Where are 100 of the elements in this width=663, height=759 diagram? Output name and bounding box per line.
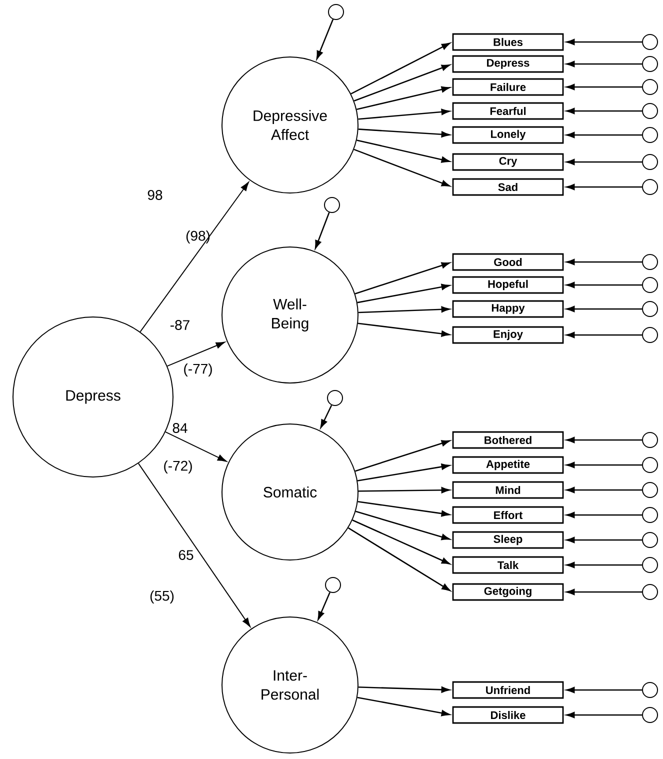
arrow [356, 510, 450, 540]
arrow [356, 140, 450, 163]
arrow [355, 440, 450, 472]
arrow [358, 686, 450, 693]
indicator-box: Dislike [452, 706, 564, 724]
arrow [566, 132, 642, 138]
arrow [566, 38, 642, 46]
error-circle [642, 34, 658, 50]
error-circle [324, 197, 340, 213]
arrow [566, 512, 642, 518]
error-circle [642, 457, 658, 473]
error-circle [642, 557, 658, 573]
edge-label: 98 [148, 190, 162, 200]
indicator-box: Bothered [452, 431, 564, 449]
arrow [357, 696, 450, 716]
coefficient-label: (98) [186, 230, 210, 244]
edge-label: 84 [172, 423, 188, 433]
arrow [354, 148, 450, 187]
arrow [566, 536, 642, 544]
indicator-box: Enjoy [452, 326, 564, 344]
arrow [358, 108, 450, 120]
arrow [354, 262, 450, 294]
error-circle [642, 103, 658, 119]
arrow [566, 436, 642, 444]
arrow [566, 306, 642, 312]
error-circle [642, 127, 658, 143]
arrow [566, 84, 642, 90]
arrow [566, 60, 642, 68]
arrow [354, 64, 450, 102]
arrow [358, 306, 450, 314]
error-circle [642, 532, 658, 548]
indicator-box: Cry [452, 153, 564, 171]
arrow [566, 282, 642, 288]
error-circle [642, 432, 658, 448]
arrow [318, 592, 330, 620]
error-circle [642, 301, 658, 317]
indicator-box: Blues [452, 33, 564, 51]
error-circle [642, 707, 658, 723]
arrow [566, 108, 642, 114]
error-circle [642, 154, 658, 170]
arrow [166, 342, 226, 367]
error-circle [642, 327, 658, 343]
arrow [566, 158, 642, 166]
arrow [348, 527, 450, 592]
indicator-box: Good [452, 253, 564, 271]
arrow [566, 184, 642, 190]
error-circle [328, 4, 344, 20]
arrow [357, 284, 450, 304]
indicator-box: Failure [452, 78, 564, 96]
arrow [566, 712, 642, 718]
edge-label: -87 [170, 320, 190, 330]
arrow [566, 462, 642, 468]
coefficient-label: (-72) [164, 460, 192, 474]
arrow [356, 86, 450, 110]
coefficient-label: (-77) [184, 363, 212, 377]
indicator-box: Talk [452, 556, 564, 574]
indicator-box: Appetite [452, 456, 564, 474]
indicator-box: Depress [452, 55, 564, 73]
indicator-box: Effort [452, 506, 564, 524]
arrow [138, 462, 250, 627]
error-circle [642, 277, 658, 293]
indicator-box: Happy [452, 300, 564, 318]
arrow [566, 486, 642, 494]
arrow [320, 404, 332, 428]
arrow [566, 588, 642, 596]
indicator-box: Sad [452, 178, 564, 196]
arrow [358, 128, 450, 138]
arrow [358, 487, 450, 494]
arrow [314, 212, 330, 249]
arrow [566, 332, 642, 338]
arrow [358, 500, 450, 517]
arrow [357, 464, 450, 482]
indicator-box: Mind [452, 481, 564, 499]
error-circle [642, 682, 658, 698]
indicator-box: Fearful [452, 102, 564, 120]
edge-label: 65 [178, 550, 194, 560]
coefficient-label: (55) [150, 590, 174, 604]
error-circle [642, 56, 658, 72]
indicator-box: Getgoing [452, 583, 564, 601]
arrow [566, 686, 642, 694]
indicator-box: Unfriend [452, 681, 564, 699]
indicator-box: Sleep [452, 531, 564, 549]
error-circle [642, 584, 658, 600]
arrow [140, 182, 249, 332]
indicator-box: Lonely [452, 126, 564, 144]
error-circle [642, 179, 658, 195]
error-circle [642, 507, 658, 523]
error-circle [325, 577, 341, 593]
error-circle [327, 390, 343, 406]
arrow [352, 520, 450, 564]
arrow [566, 562, 642, 568]
arrow [165, 431, 227, 462]
error-circle [642, 482, 658, 498]
arrow [358, 322, 450, 337]
error-circle [642, 79, 658, 95]
arrow [350, 42, 450, 94]
indicator-box: Hopeful [452, 276, 564, 294]
error-circle [642, 254, 658, 270]
arrow [566, 258, 642, 266]
arrow [316, 19, 334, 60]
